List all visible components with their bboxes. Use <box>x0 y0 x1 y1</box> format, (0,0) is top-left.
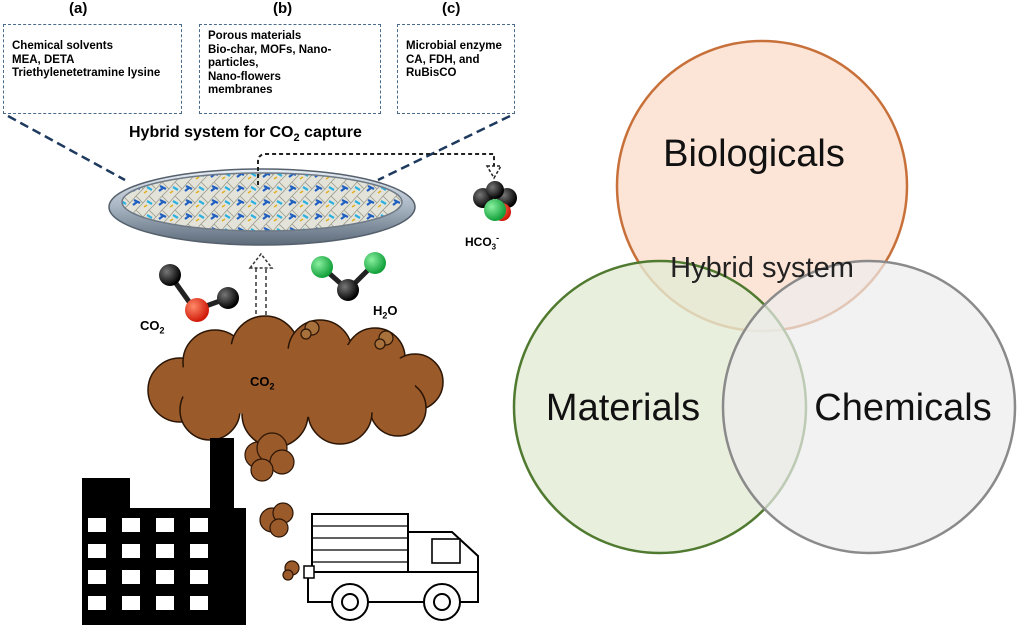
hco3-label: HCO3- <box>465 233 499 251</box>
venn-label-materials: Materials <box>545 387 701 429</box>
capture-arrow <box>257 153 495 185</box>
connector-a <box>7 114 126 182</box>
panel-letter-b: (b) <box>273 0 293 17</box>
h2o-subscript: 2 <box>382 310 388 321</box>
panel-a-line: Triethylenetetramine lysine <box>12 67 161 79</box>
panel-b-line: Nano-flowers <box>208 70 281 83</box>
venn-diagram <box>512 39 1017 555</box>
panel-a-line: Chemical solvents <box>12 40 113 52</box>
venn-label-biologicals: Biologicals <box>663 133 845 175</box>
hco3-molecule-icon <box>473 181 517 221</box>
co2-main: CO <box>140 318 160 333</box>
panel-b-line: particles, <box>208 57 259 69</box>
co2-subscript: 2 <box>159 325 165 336</box>
connector-c <box>377 114 511 182</box>
panel-box-chemical-solvents: Chemical solvents MEA, DETA Triethylenet… <box>3 24 182 114</box>
title-tail: capture <box>299 124 362 141</box>
h2o-post: O <box>387 303 398 318</box>
smoke-cloud <box>147 315 444 448</box>
cloud-co2-label: CO2 <box>250 374 275 392</box>
hco3-superscript: - <box>496 233 500 243</box>
panel-box-microbial-enzyme: Microbial enzyme CA, FDH, and RuBisCO <box>397 24 515 114</box>
panel-b-line: Porous materials <box>208 30 302 42</box>
title-subscript: 2 <box>293 132 300 145</box>
hybrid-system-title: Hybrid system for CO2 capture <box>129 124 362 144</box>
hco3-subscript: 3 <box>491 242 497 252</box>
venn-circle-chemicals <box>721 259 1017 555</box>
venn-label-chemicals: Chemicals <box>814 387 992 429</box>
panel-letter-c: (c) <box>442 0 461 17</box>
green-molecule-icon <box>311 252 386 301</box>
cloud-puffs <box>300 320 394 350</box>
truck-icon <box>303 513 479 621</box>
chimney-smoke <box>244 432 300 581</box>
panel-b-line: Bio-char, MOFs, Nano- <box>208 43 332 56</box>
vertical-double-arrow <box>248 252 274 326</box>
co2-molecule-label: CO2 <box>140 318 165 336</box>
cloud-co2-subscript: 2 <box>269 381 275 392</box>
panel-box-porous-materials: Porous materials Bio-char, MOFs, Nano- p… <box>199 24 381 114</box>
panel-letter-a: (a) <box>69 0 88 17</box>
panel-c-line: Microbial enzyme <box>406 40 502 52</box>
co2-molecule-icon <box>159 264 239 322</box>
panel-a-line: MEA, DETA <box>12 53 75 66</box>
factory-windows <box>88 518 208 610</box>
porous-disc <box>108 168 416 246</box>
hco3-main: HCO <box>465 235 492 249</box>
h2o-pre: H <box>373 303 383 318</box>
panel-c-line: CA, FDH, and <box>406 53 480 66</box>
panel-b-line: membranes <box>208 84 273 96</box>
venn-label-hybrid-system: Hybrid system <box>670 252 854 284</box>
panel-c-line: RuBisCO <box>406 67 457 79</box>
cloud-co2-main: CO <box>250 374 270 389</box>
h2o-label: H2O <box>373 303 398 321</box>
title-main: Hybrid system for CO <box>129 124 294 141</box>
